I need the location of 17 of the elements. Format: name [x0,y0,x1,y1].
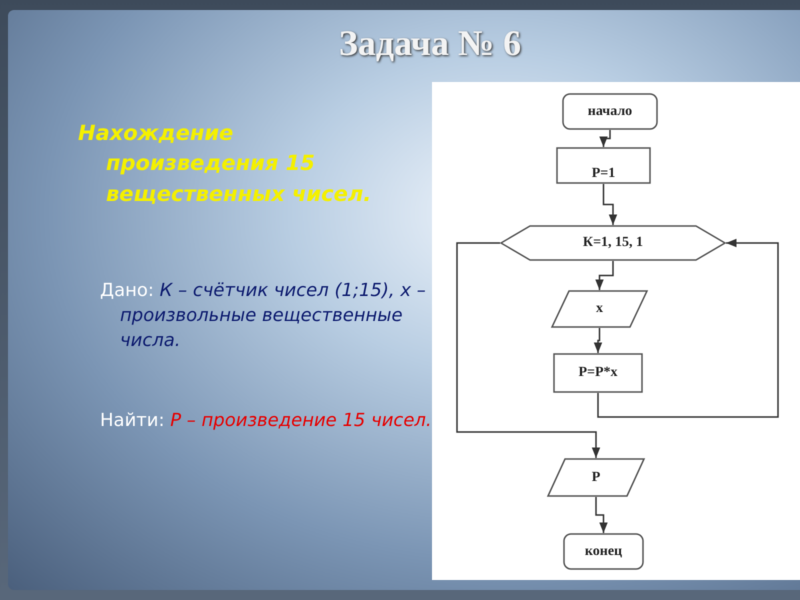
arrow [602,184,618,225]
arrow [594,328,602,353]
slide-title: Задача № 6 [338,22,522,64]
arrow [456,242,600,458]
given-text: Дано: К – счётчик чисел (1;15), x – произвольные вещественные числа. [100,279,427,354]
arrow [595,497,608,533]
arrow [595,261,614,290]
find-text: Найти: P – произведение 15 чисел. [100,409,433,433]
arrow [597,238,779,418]
process-box: P=1 [556,147,651,184]
process-box: P=P*x [553,353,643,393]
terminal-box: начало [562,93,658,130]
io-parallelogram: x [551,290,648,328]
io-parallelogram: P [547,458,645,497]
terminal-box: конец [563,533,644,570]
arrow [599,130,611,147]
task-heading: Нахождение произведения 15 вещественных чисел. [78,120,372,208]
